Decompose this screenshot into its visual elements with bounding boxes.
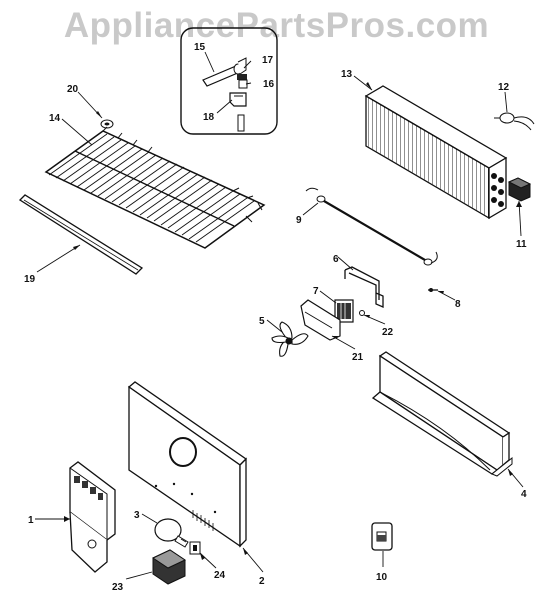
part-6-bracket [344,266,384,308]
part-19-rail [18,194,144,275]
callout-6: 6 [333,254,339,265]
part-23-block [151,549,187,585]
callout-22: 22 [382,327,394,338]
part-12-sensor [494,112,535,131]
callout-15: 15 [194,42,206,53]
leader-arrowheads [64,82,522,560]
part-18-rod [237,114,245,132]
inset-box [180,27,278,135]
callout-13: 13 [341,69,353,80]
callout-2: 2 [259,576,265,587]
callout-21: 21 [352,352,364,363]
callout-9: 9 [296,215,302,226]
callout-4: 4 [521,489,527,500]
callout-12: 12 [498,82,510,93]
part-18-bracket [229,92,247,107]
part-13-evaporator [364,85,508,220]
callout-18: 18 [203,112,215,123]
callout-10: 10 [376,572,388,583]
part-5-fan-blade [271,321,309,357]
part-22-grommet [359,310,365,316]
part-20-nut [100,119,114,129]
callout-20: 20 [67,84,79,95]
part-1-cover [69,461,116,573]
part-15-tube [202,57,247,87]
callout-3: 3 [134,510,140,521]
part-8-screw [428,288,438,292]
part-7-fan-motor [334,299,354,323]
part-10-button [371,522,393,551]
callout-labels: 1 2 3 4 5 6 7 8 9 10 11 12 13 14 15 16 1… [24,42,527,593]
part-24-socket [189,541,201,555]
part-3-bulb [154,518,189,548]
callout-24: 24 [214,570,226,581]
callout-8: 8 [455,299,461,310]
callout-11: 11 [516,239,527,250]
callout-23: 23 [112,582,124,593]
callout-19: 19 [24,274,36,285]
part-11-block [507,177,532,202]
callout-16: 16 [263,79,275,90]
callout-1: 1 [28,515,34,526]
part-4-channel [371,351,513,477]
callout-5: 5 [259,316,265,327]
callout-14: 14 [49,113,61,124]
callout-17: 17 [262,55,274,66]
part-9-heater-rod [305,187,438,266]
part-17-cap [237,74,247,80]
part-2-panel [127,381,248,548]
part-14-wire-shelf [44,126,266,249]
callout-7: 7 [313,286,319,297]
part-16-cylinder [238,79,248,89]
part-21-bracket [300,299,341,341]
